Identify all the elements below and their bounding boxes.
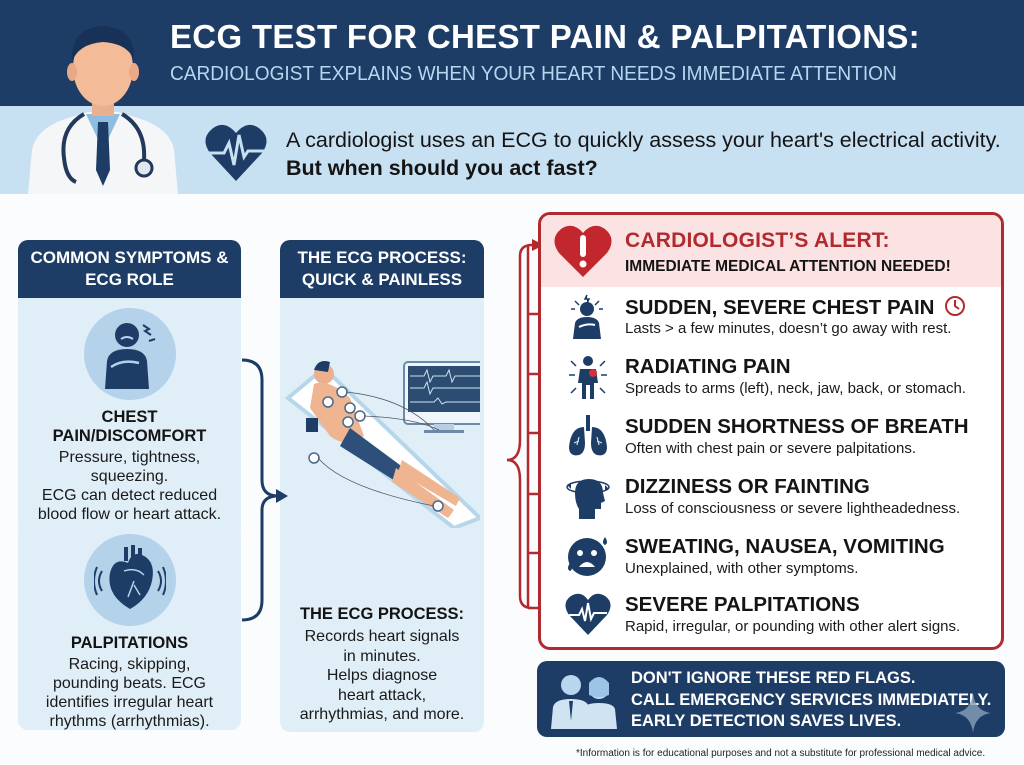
symptoms-heading: COMMON SYMPTOMS & ECG ROLE [18, 240, 241, 298]
symptom-desc: Pressure, tightness, squeezing. ECG can … [37, 449, 222, 523]
severe-chest-pain-icon [571, 294, 603, 339]
alert-title: CARDIOLOGIST’S ALERT: [625, 229, 890, 252]
radiating-pain-icon [569, 356, 607, 399]
disclaimer: *Information is for educational purposes… [576, 748, 986, 759]
sweating-face-icon [568, 537, 607, 576]
heart-pulse-icon [565, 593, 611, 635]
alert-item-title: SWEATING, NAUSEA, VOMITING [625, 535, 945, 558]
call-to-action-text: DON'T IGNORE THESE RED FLAGS. CALL EMERG… [631, 669, 992, 730]
alert-item-title: RADIATING PAIN [625, 355, 791, 378]
alert-item: SEVERE PALPITATIONS Rapid, irregular, or… [541, 589, 1001, 645]
alert-item-title: SUDDEN, SEVERE CHEST PAIN [625, 295, 966, 320]
process-column: THE ECG PROCESS: QUICK & PAINLESS [280, 240, 484, 732]
symptom-title: CHEST PAIN/DISCOMFORT [52, 408, 207, 445]
alert-item-desc: Spreads to arms (left), neck, jaw, back,… [625, 380, 966, 397]
alert-subtitle: IMMEDIATE MEDICAL ATTENTION NEEDED! [625, 258, 951, 275]
sparkle-icon [955, 693, 991, 733]
intro-text: A cardiologist uses an ECG to quickly as… [286, 128, 1001, 180]
alert-item-desc: Often with chest pain or severe palpitat… [625, 440, 916, 457]
heart-palpitation-icon [83, 534, 176, 626]
symptom-title: PALPITATIONS [70, 634, 189, 652]
doctor-illustration [28, 26, 178, 194]
clock-icon [945, 296, 966, 316]
patient-ecg-illustration [284, 361, 480, 528]
alert-item: SWEATING, NAUSEA, VOMITING Unexplained, … [541, 531, 1001, 587]
symptom-card-palpitations: PALPITATIONS Racing, skipping, pounding … [18, 522, 241, 730]
process-text: THE ECG PROCESS: Records heart signals i… [280, 605, 484, 725]
header-banner [0, 0, 1024, 106]
alert-item-title: SEVERE PALPITATIONS [625, 593, 860, 616]
alert-item-desc: Unexplained, with other symptoms. [625, 560, 859, 577]
lungs-icon [569, 415, 607, 456]
person-chest-pain-icon [83, 308, 176, 400]
dizzy-head-icon [566, 479, 610, 519]
symptom-card-chest-pain: CHEST PAIN/DISCOMFORT Pressure, tightnes… [18, 298, 241, 536]
alert-item-title: DIZZINESS OR FAINTING [625, 475, 870, 498]
page-title: ECG TEST FOR CHEST PAIN & PALPITATIONS: [170, 18, 920, 55]
alert-item: SUDDEN, SEVERE CHEST PAIN Lasts > a few … [541, 291, 1001, 347]
alert-item: DIZZINESS OR FAINTING Loss of consciousn… [541, 471, 1001, 527]
call-to-action-banner: DON'T IGNORE THESE RED FLAGS. CALL EMERG… [537, 661, 1005, 737]
alert-item-title: SUDDEN SHORTNESS OF BREATH [625, 415, 969, 438]
process-title: THE ECG PROCESS: [299, 605, 465, 623]
alert-panel: CARDIOLOGIST’S ALERT: IMMEDIATE MEDICAL … [538, 212, 1004, 650]
process-desc: Records heart signals in minutes. Helps … [299, 628, 465, 723]
alert-item: SUDDEN SHORTNESS OF BREATH Often with ch… [541, 411, 1001, 467]
alert-item-desc: Lasts > a few minutes, doesn’t go away w… [625, 320, 952, 337]
symptom-desc: Racing, skipping, pounding beats. ECG id… [45, 656, 214, 730]
alert-item-desc: Rapid, irregular, or pounding with other… [625, 618, 961, 635]
symptoms-column: COMMON SYMPTOMS & ECG ROLE CHEST PAIN/DI… [18, 240, 241, 536]
process-card: THE ECG PROCESS: Records heart signals i… [280, 298, 484, 732]
alert-item: RADIATING PAIN Spreads to arms (left), n… [541, 351, 1001, 407]
process-heading: THE ECG PROCESS: QUICK & PAINLESS [280, 240, 484, 298]
heart-ecg-icon [205, 124, 267, 181]
page-subtitle: CARDIOLOGIST EXPLAINS WHEN YOUR HEART NE… [170, 62, 897, 85]
doctors-icon [551, 675, 617, 729]
heart-exclamation-icon [554, 225, 612, 277]
alert-item-desc: Loss of consciousness or severe lighthea… [625, 500, 961, 517]
alert-header: CARDIOLOGIST’S ALERT: IMMEDIATE MEDICAL … [541, 215, 1001, 287]
